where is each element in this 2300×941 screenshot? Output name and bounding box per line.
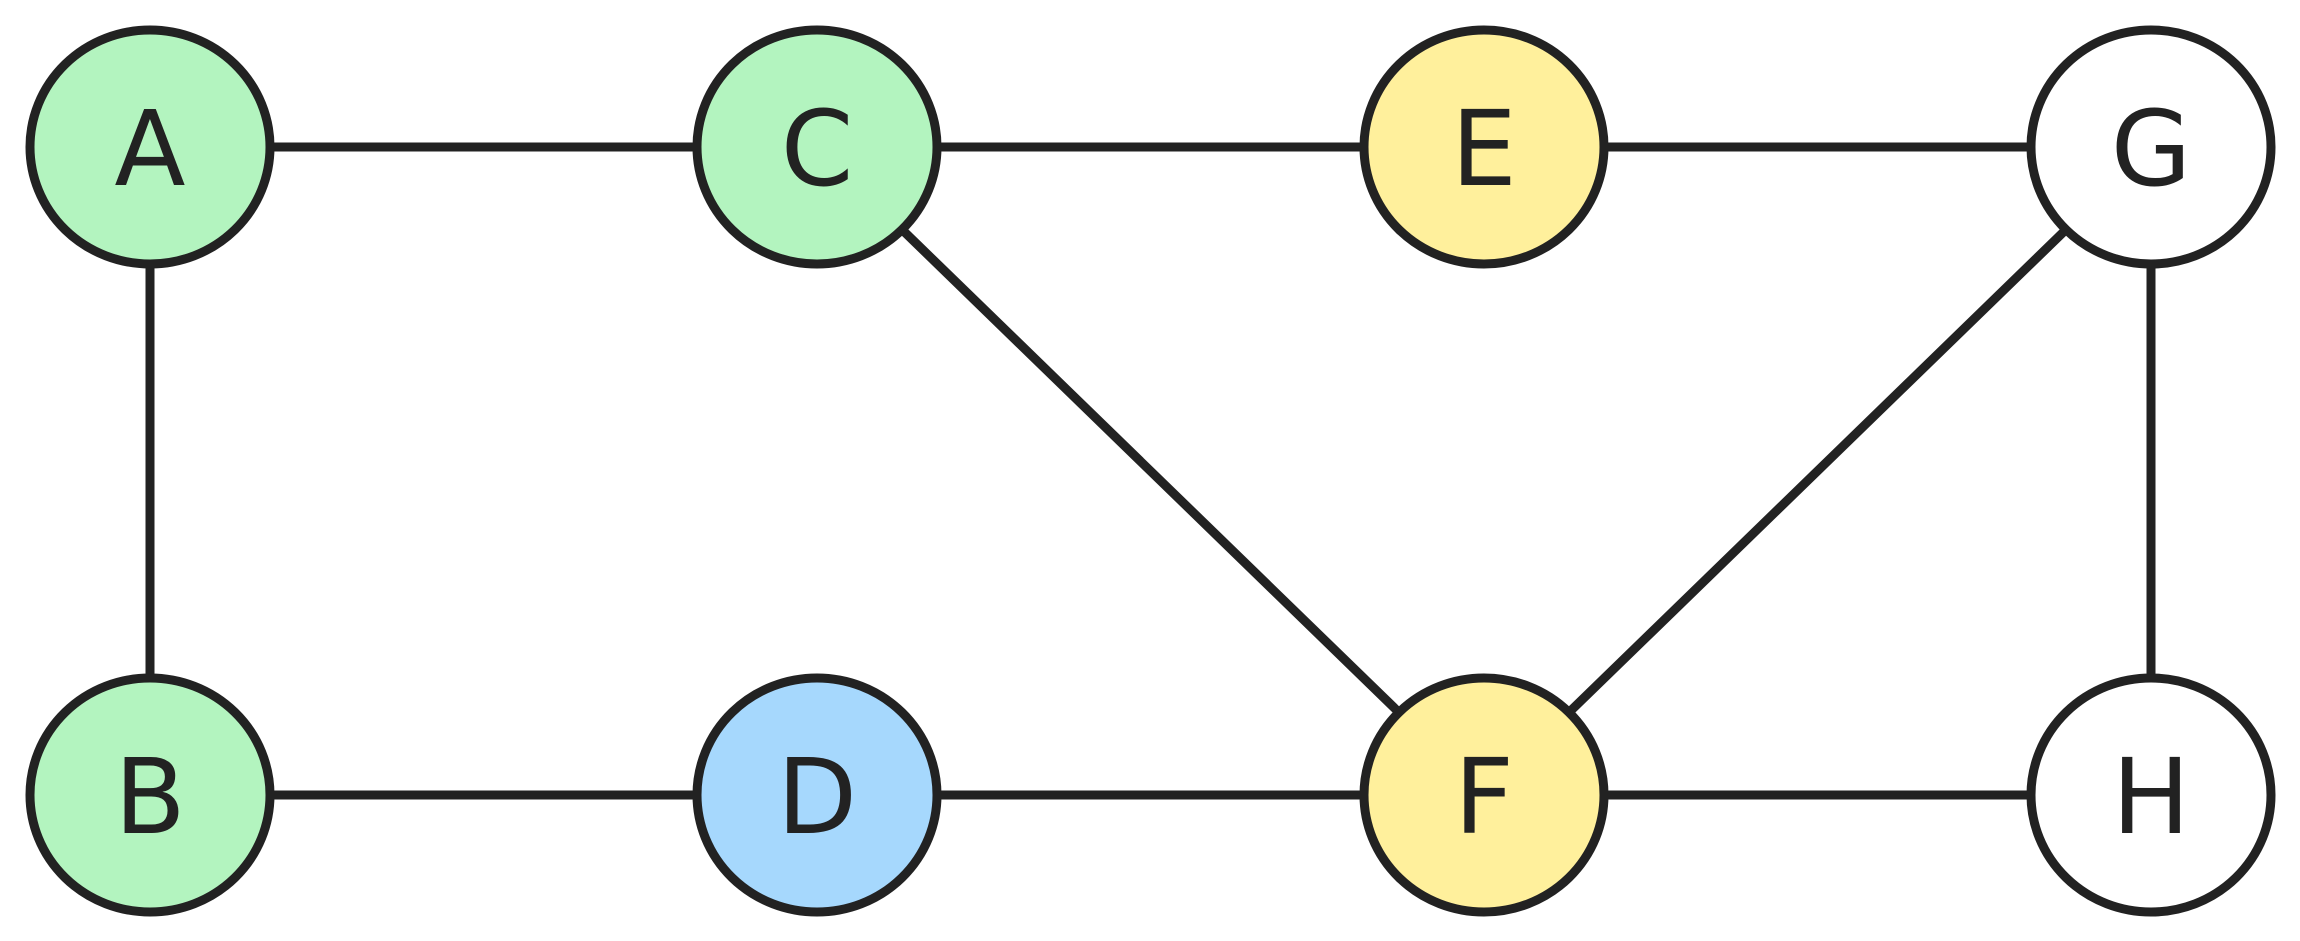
node-f: F (1359, 673, 1609, 917)
node-g: G (2026, 25, 2276, 269)
node-label-f: F (1454, 736, 1514, 858)
node-e: E (1359, 25, 1609, 269)
node-circle-h (2026, 673, 2276, 917)
node-circle-e (1359, 25, 1609, 269)
node-label-d: D (777, 736, 857, 858)
node-a: A (25, 25, 275, 269)
node-circle-g (2026, 25, 2276, 269)
edges-layer (145, 142, 2156, 800)
node-d: D (692, 673, 942, 917)
node-circle-a (25, 25, 275, 269)
node-label-a: A (114, 88, 185, 210)
node-circle-b (25, 673, 275, 917)
node-circle-f (1359, 673, 1609, 917)
edge-g-f (1480, 143, 2155, 799)
node-h: H (2026, 673, 2276, 917)
edge-c-f (813, 143, 1488, 799)
node-circle-d (692, 673, 942, 917)
node-label-e: E (1451, 88, 1517, 210)
node-label-h: H (2112, 736, 2190, 858)
node-label-b: B (114, 736, 185, 858)
node-circle-c (692, 25, 942, 269)
node-label-g: G (2111, 88, 2192, 210)
node-label-c: C (781, 88, 854, 210)
node-c: C (692, 25, 942, 269)
nodes-layer: A B C D E F G H (25, 25, 2276, 917)
node-b: B (25, 673, 275, 917)
